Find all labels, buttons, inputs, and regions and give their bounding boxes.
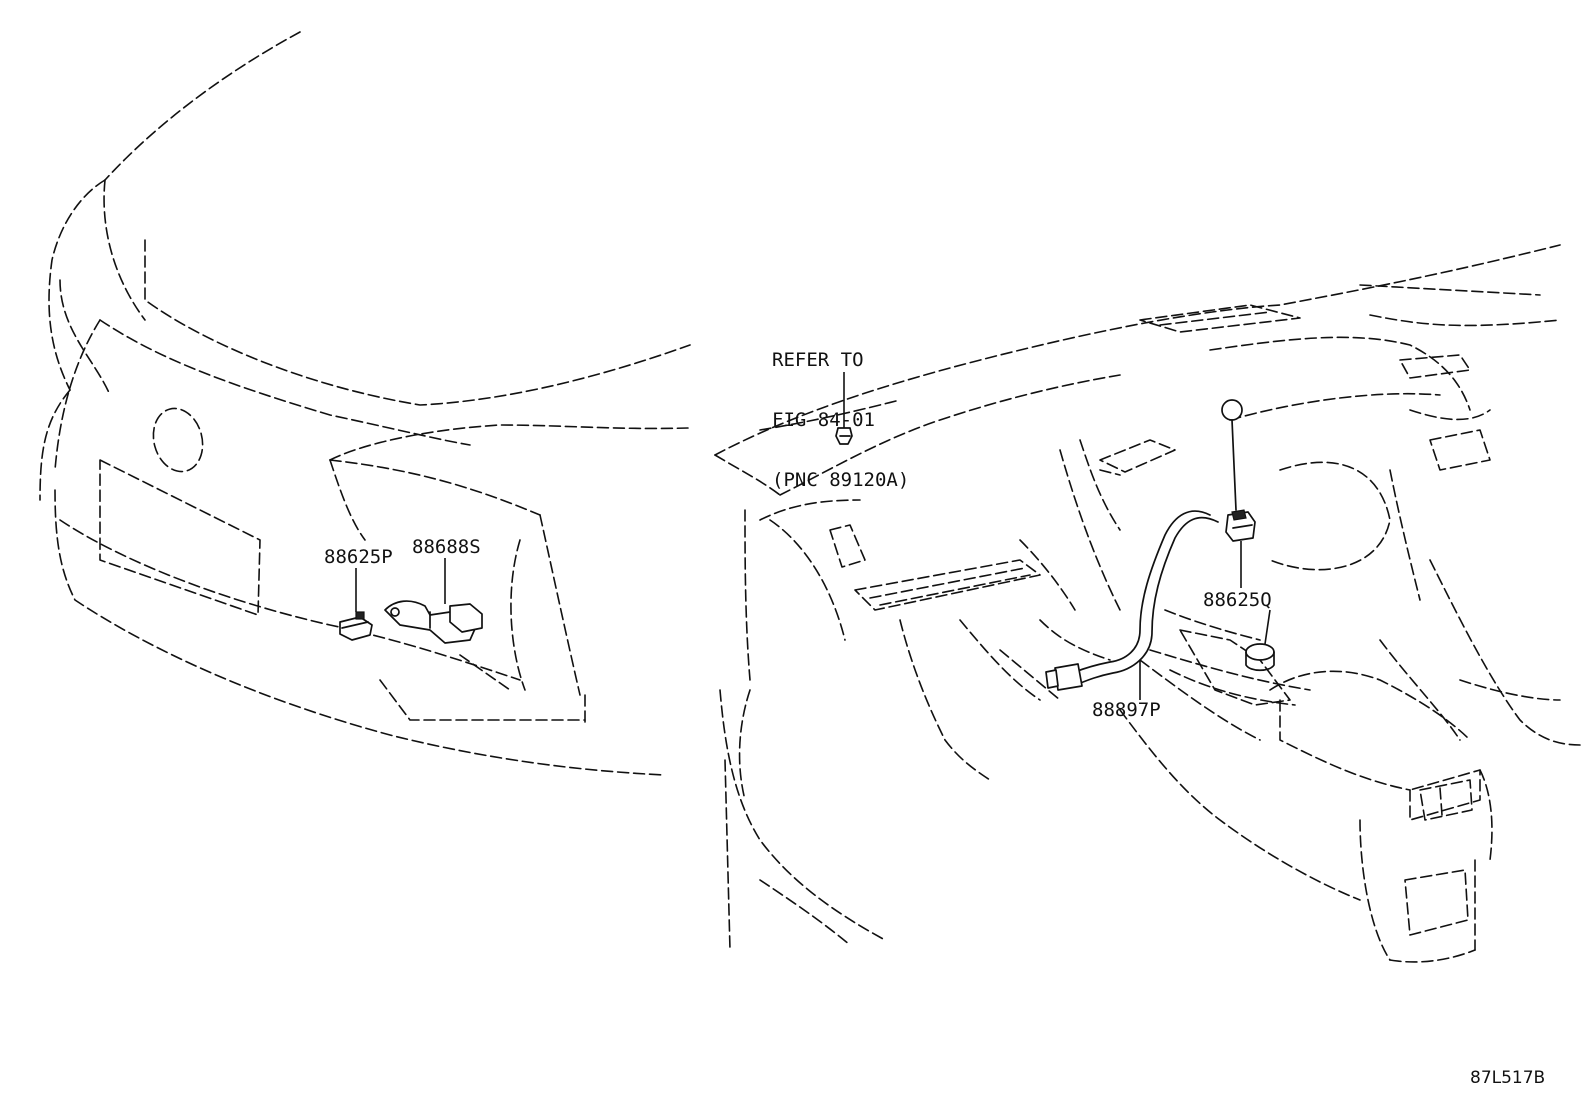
illustration-code: 87L517B — [1470, 1068, 1546, 1088]
bracket-88688S — [384, 600, 483, 644]
callout-88688S: 88688S — [412, 536, 481, 558]
reference-note-line2: FIG 84-01 — [772, 409, 875, 431]
hose-88897P — [1045, 510, 1219, 691]
vehicle-front-outline — [39, 31, 691, 776]
callout-88897P: 88897P — [1092, 699, 1161, 721]
clip-89120A — [835, 427, 853, 445]
console-knob — [1245, 643, 1275, 672]
callout-88625P: 88625P — [324, 546, 393, 568]
leader-88625Q-knob — [1264, 609, 1271, 645]
windshield-sensor — [1221, 399, 1243, 511]
dashboard-outline — [714, 244, 1581, 963]
callout-88625Q: 88625Q — [1203, 589, 1272, 611]
reference-note-line1: REFER TO — [772, 349, 864, 371]
reference-note-line3: (PNC 89120A) — [772, 469, 910, 491]
reference-note: REFER TO FIG 84-01 (PNC 89120A) — [772, 310, 909, 510]
sensor-88625P — [339, 611, 373, 641]
sensor-88625Q — [1225, 509, 1256, 542]
